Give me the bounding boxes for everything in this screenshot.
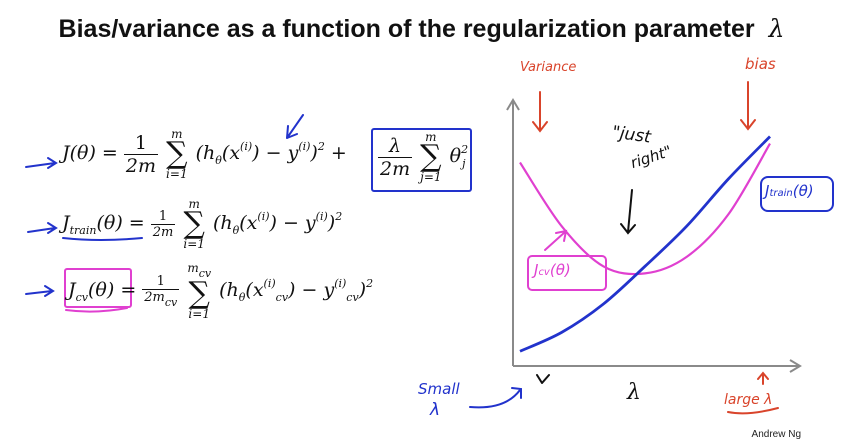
eq3-frac-num: 1 xyxy=(142,274,180,290)
small-lambda-line-2: λ xyxy=(430,400,441,420)
x-axis-label: λ xyxy=(627,380,641,405)
large-lambda-label: large λ xyxy=(724,392,773,408)
bias-arrow-icon xyxy=(740,81,756,131)
eq3-lhs: J xyxy=(68,279,76,301)
regularization-term-box xyxy=(371,128,472,192)
eq2-body: (hθ(x(i)) − y(i))2 xyxy=(212,210,343,237)
series-jtrain-curve xyxy=(519,135,771,353)
eq3-lhs-sub: cv xyxy=(75,291,88,304)
jtrain-label-sub: train xyxy=(769,188,793,199)
large-underline xyxy=(727,407,779,415)
eq1-reg-sum-bot: j=1 xyxy=(420,170,442,184)
eq1-reg-sum: m∑j=1 xyxy=(420,130,442,184)
eq2-sum-top: m xyxy=(188,197,200,211)
eq1-sum-top: m xyxy=(171,127,183,141)
small-lambda-arrow-icon xyxy=(469,387,522,409)
jcv-underline xyxy=(65,307,128,313)
eq2-lhs: J xyxy=(62,212,70,234)
eq3-frac-den-sub: cv xyxy=(164,295,178,309)
jcv-label-sub: cv xyxy=(538,267,550,278)
jcv-label-box xyxy=(527,255,607,291)
eq2-lhs-sub: train xyxy=(69,224,97,237)
eq2-lhs-rest: (θ) = xyxy=(96,212,145,234)
eq1-lhs: J(θ) = xyxy=(62,142,118,164)
eq1-reg-den: 2m xyxy=(380,157,411,180)
large-arrow-icon xyxy=(757,371,769,385)
eq1-reg-sum-top: m xyxy=(425,130,437,144)
eq1-reg-body: θ2j xyxy=(449,143,469,170)
y-axis-arrowhead-icon xyxy=(506,98,520,111)
small-lambda-line-1: Small xyxy=(418,380,460,398)
eq1-frac-num: 1 xyxy=(123,132,158,155)
just-right-arrow-icon xyxy=(620,189,636,235)
eq3-frac-den: 2mcv xyxy=(142,290,179,309)
eq3-sum-top: mcv xyxy=(187,262,211,280)
slide-title: Bias/variance as a function of the regul… xyxy=(0,14,843,44)
jcv-curve-label: Jcv(θ) xyxy=(534,261,571,279)
eq3-lhs-rest: (θ) xyxy=(88,279,115,301)
eq1-sum: m∑i=1 xyxy=(166,127,188,181)
title-text: Bias/variance as a function of the regul… xyxy=(58,15,755,43)
eq2-frac-den: 2m xyxy=(152,224,174,240)
eq1-frac-den: 2m xyxy=(125,154,156,177)
arrow-eq2-icon xyxy=(27,222,58,234)
jtrain-label-main: J xyxy=(765,182,770,200)
eq1-reg-num: λ xyxy=(378,135,413,158)
eq1-sum-bot: i=1 xyxy=(166,167,188,181)
jtrain-underline xyxy=(62,237,143,241)
eq3-sum-top-sub: cv xyxy=(198,267,212,280)
variance-label: Variance xyxy=(520,60,577,75)
eq2-sum: m∑i=1 xyxy=(183,197,205,251)
eq2-frac-num: 1 xyxy=(150,209,176,225)
author-credit: Andrew Ng xyxy=(751,429,801,440)
jcv-label-rest: (θ) xyxy=(549,261,571,279)
eq3-frac-den-main: 2m xyxy=(144,289,165,305)
jtrain-curve-label: Jtrain(θ) xyxy=(765,182,814,200)
variance-arrow-icon xyxy=(532,91,548,133)
eq3-body: (hθ(x(i)cv) − y(i)cv)2 xyxy=(219,277,374,304)
eq3-sum-bot: i=1 xyxy=(188,307,210,321)
jtrain-label-box xyxy=(760,176,834,212)
eq1-body: (hθ(x(i)) − y(i))2 + xyxy=(195,140,347,167)
small-tick-icon xyxy=(536,374,550,384)
pointer-arrow-icon xyxy=(286,114,304,139)
jcv-label-main: J xyxy=(534,261,539,279)
series-jcv-curve xyxy=(519,143,771,276)
eq2-sum-bot: i=1 xyxy=(183,237,205,251)
x-axis-arrowhead-icon xyxy=(789,359,802,373)
jtrain-label-rest: (θ) xyxy=(792,182,814,200)
jcv-lhs-box xyxy=(64,268,132,308)
bias-label: bias xyxy=(745,55,776,73)
title-lambda: λ xyxy=(768,14,785,43)
eq3-equals: = xyxy=(120,279,137,301)
arrow-eq3-icon xyxy=(25,285,55,297)
eq3-sum: mcv∑i=1 xyxy=(187,261,212,321)
eq3-sum-top-main: m xyxy=(187,261,199,275)
arrow-eq1-icon xyxy=(25,157,58,169)
